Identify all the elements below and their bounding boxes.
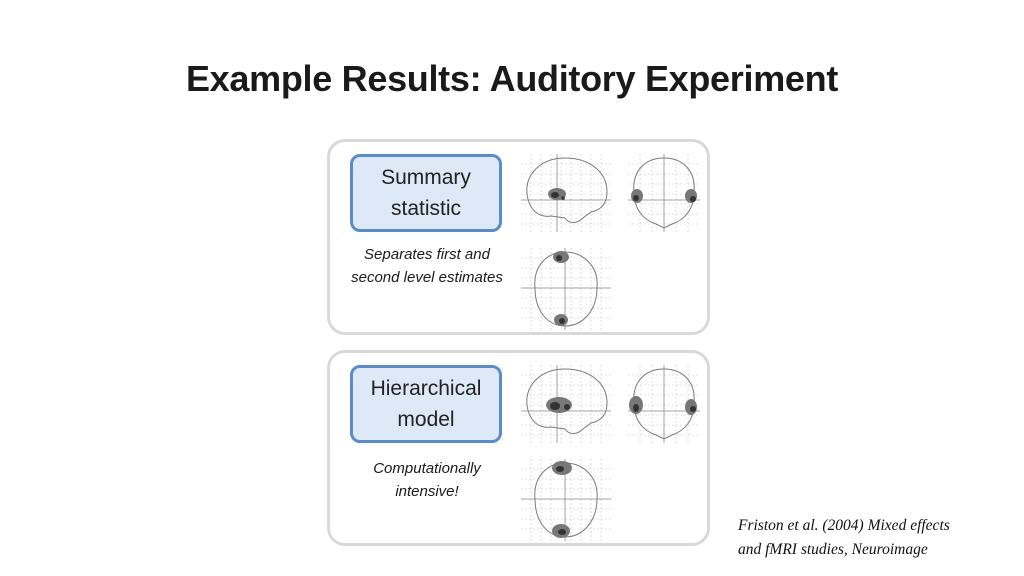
citation: Friston et al. (2004) Mixed effects and … [738, 514, 1018, 562]
glass-brain-coronal [628, 365, 700, 443]
slide-title: Example Results: Auditory Experiment [185, 58, 839, 99]
citation-line-2: and fMRI studies, Neuroimage [738, 541, 928, 558]
glass-brain-coronal [628, 154, 700, 232]
glass-brain-sagittal [521, 154, 611, 232]
glass-brain-axial [521, 459, 611, 541]
citation-line-1: Friston et al. (2004) Mixed effects [738, 517, 950, 534]
hierarchical-model-note: Computationally intensive! [373, 460, 481, 500]
glass-brain-axial [521, 248, 611, 330]
summary-statistic-box: Summary statistic [350, 154, 502, 232]
hierarchical-model-panel: Hierarchical model Computationally inten… [327, 350, 710, 546]
glass-brain-sagittal [521, 365, 611, 443]
summary-statistic-note: Separates first and second level estimat… [351, 246, 503, 286]
hierarchical-model-box: Hierarchical model [350, 365, 502, 443]
summary-statistic-panel: Summary statistic Separates first and se… [327, 139, 710, 335]
